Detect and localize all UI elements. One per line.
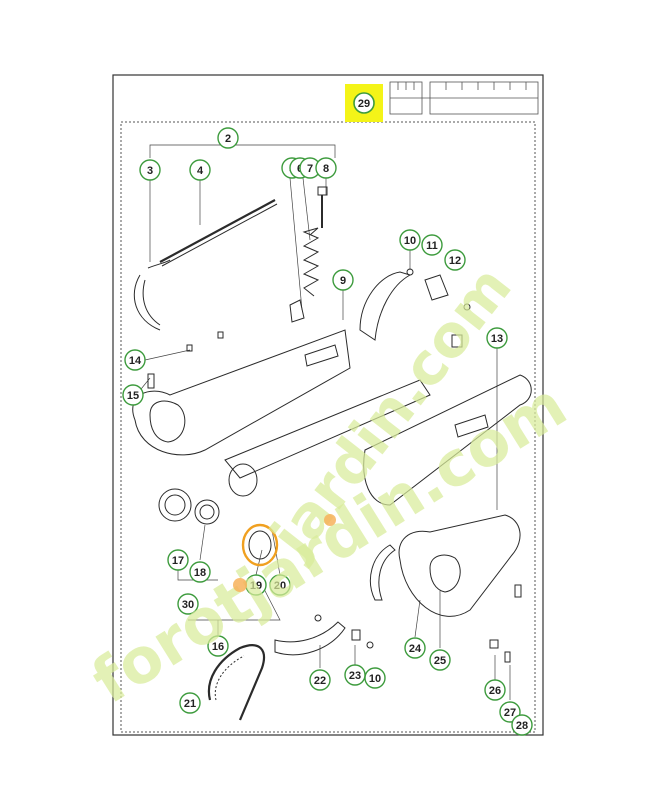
watermark-orange-dot-2 (324, 514, 336, 526)
watermark-orange-dot (233, 578, 247, 592)
svg-text:10: 10 (369, 673, 381, 685)
callouts: 2 3 4 5 6 7 8 9 (122, 127, 533, 736)
svg-text:19: 19 (250, 580, 262, 592)
svg-text:25: 25 (434, 655, 446, 667)
callout-30[interactable]: 30 (177, 593, 199, 615)
callout-27[interactable]: 27 (499, 701, 521, 723)
page-ruler (389, 81, 539, 115)
callout-3[interactable]: 3 (139, 159, 161, 181)
callout-11[interactable]: 11 (421, 234, 443, 256)
callout-7[interactable]: 7 (299, 157, 321, 179)
svg-text:15: 15 (127, 390, 139, 402)
sheet-border (112, 74, 544, 736)
svg-text:17: 17 (172, 555, 184, 567)
svg-text:23: 23 (349, 670, 361, 682)
callout-20[interactable]: 20 (269, 574, 291, 596)
callout-9[interactable]: 9 (332, 269, 354, 291)
svg-text:24: 24 (409, 643, 422, 655)
svg-text:16: 16 (212, 641, 224, 653)
callout-21[interactable]: 21 (179, 692, 201, 714)
svg-text:28: 28 (516, 720, 528, 732)
callout-24[interactable]: 24 (404, 637, 426, 659)
callout-22[interactable]: 22 (309, 669, 331, 691)
callout-2[interactable]: 2 (217, 127, 239, 149)
callout-15[interactable]: 15 (122, 384, 144, 406)
svg-text:8: 8 (323, 163, 329, 175)
svg-text:20: 20 (274, 580, 286, 592)
svg-text:13: 13 (491, 333, 503, 345)
callout-26[interactable]: 26 (484, 679, 506, 701)
featured-part-box[interactable]: 29 (345, 84, 383, 122)
svg-text:18: 18 (194, 567, 206, 579)
callout-25[interactable]: 25 (429, 649, 451, 671)
callout-18[interactable]: 18 (189, 561, 211, 583)
callout-10[interactable]: 10 (399, 229, 421, 251)
svg-text:27: 27 (504, 707, 516, 719)
svg-text:21: 21 (184, 698, 196, 710)
callout-16[interactable]: 16 (207, 635, 229, 657)
featured-part-number: 29 (358, 98, 370, 110)
callout-13[interactable]: 13 (486, 327, 508, 349)
svg-text:3: 3 (147, 165, 153, 177)
callout-14[interactable]: 14 (124, 349, 146, 371)
svg-text:22: 22 (314, 675, 326, 687)
callout-12[interactable]: 12 (444, 249, 466, 271)
callout-28[interactable]: 28 (511, 714, 533, 736)
svg-text:4: 4 (197, 165, 204, 177)
svg-text:9: 9 (340, 275, 346, 287)
svg-text:11: 11 (426, 240, 438, 252)
callout-4[interactable]: 4 (189, 159, 211, 181)
svg-text:10: 10 (404, 235, 416, 247)
svg-text:7: 7 (307, 163, 313, 175)
callout-23[interactable]: 23 (344, 664, 366, 686)
callout-17[interactable]: 17 (167, 549, 189, 571)
watermark: forotjardin.com jardin.com (79, 253, 578, 717)
svg-text:2: 2 (225, 133, 231, 145)
svg-text:26: 26 (489, 685, 501, 697)
callout-10-lower[interactable]: 10 (364, 667, 386, 689)
svg-text:12: 12 (449, 255, 461, 267)
callout-8[interactable]: 8 (315, 157, 337, 179)
svg-text:30: 30 (182, 599, 194, 611)
svg-text:14: 14 (129, 355, 142, 367)
